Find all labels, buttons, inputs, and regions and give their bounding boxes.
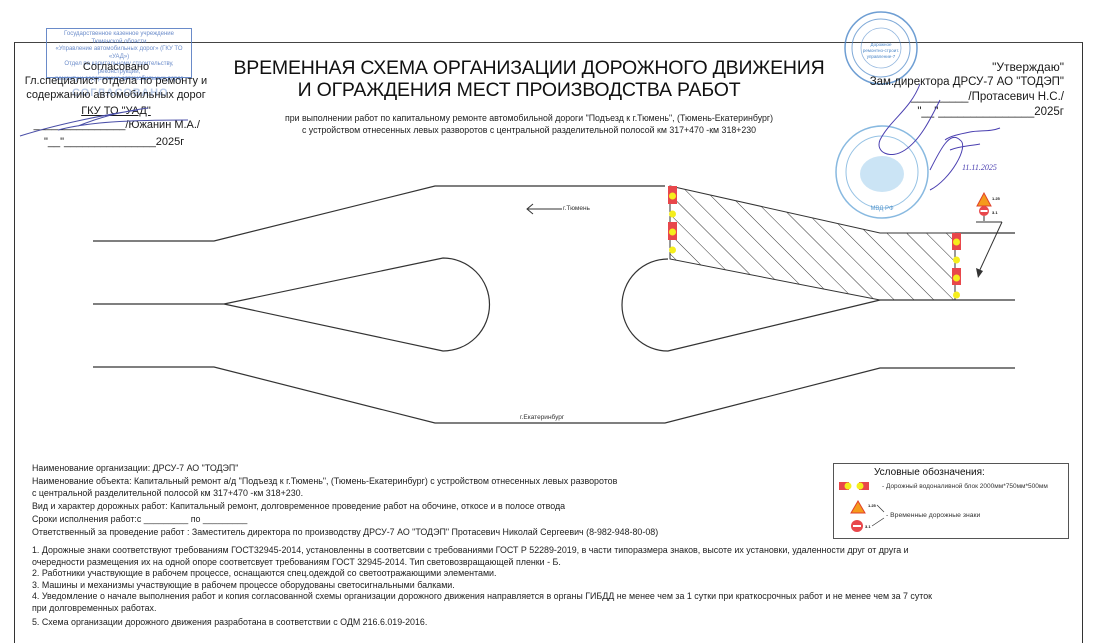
project-info: Наименование организации: ДРСУ-7 АО "ТОД…	[32, 462, 832, 538]
signature-scribble-left	[19, 107, 189, 137]
median-island-left	[93, 257, 491, 352]
stamp-line: ремонту и содержанию автомобильных дорог	[55, 76, 183, 82]
temporary-signs: 1.25 3.1	[976, 191, 1003, 278]
info-organization: Наименование организации: ДРСУ-7 АО "ТОД…	[32, 463, 239, 473]
note-item: 1. Дорожные знаки соответствуют требован…	[32, 545, 909, 555]
subtitle-line-2: с устройством отнесенных левых разворото…	[301, 125, 757, 135]
note-item: 4. Уведомление о начале выполнения работ…	[32, 591, 933, 602]
title-line-2: И ОГРАЖДЕНИЯ МЕСТ ПРОИЗВОДСТВА РАБОТ	[297, 79, 741, 101]
stamp-line: «Управление автомобильных дорог» (ГКУ ТО…	[55, 46, 183, 60]
approval-signature: _________/Протасевич Н.С./	[910, 91, 1064, 103]
note-item: 5. Схема организации дорожного движения …	[32, 616, 428, 627]
agreement-position-2: содержанию автомобильных дорог	[26, 89, 206, 101]
note-item: очередности размещения их на одной опоре…	[32, 556, 561, 567]
notes-list: 1. Дорожные знаки соответствуют требован…	[32, 545, 1072, 628]
agreement-heading: Согласовано	[82, 61, 150, 73]
work-zone-hatch	[669, 185, 956, 301]
approval-block: "Утверждаю" Зам.директора ДРСУ-7 АО "ТОД…	[840, 60, 1080, 120]
legend-barrier-label: - Дорожный водоналивной блок 2000мм*750м…	[882, 483, 1048, 490]
stamp-drsu: Дорожное ремонтно-строит. управление-7	[844, 11, 918, 85]
signature-scribble-right: 11.11.2025	[878, 83, 1001, 191]
agreement-position-1: Гл.специалист отдела по ремонту и	[24, 75, 208, 87]
road-signs-icon: 1.25 3.1	[850, 500, 885, 532]
svg-text:МВД РФ: МВД РФ	[870, 206, 894, 212]
approval-position: Зам.директора ДРСУ-7 АО "ТОДЭП"	[869, 76, 1064, 88]
stamp-agreed-text: СОГЛАСОВАНО	[72, 87, 169, 99]
info-work-type: Вид и характер дорожных работ: Капитальн…	[32, 501, 566, 512]
legend-signs-label: - Временные дорожные знаки	[886, 512, 981, 519]
svg-text:3.1: 3.1	[865, 524, 871, 529]
subtitle-line-1: при выполнении работ по капитальному рем…	[284, 113, 774, 123]
approval-date: "__"_______________2025г	[917, 106, 1064, 118]
info-object-2: с центральной разделительной полосой км …	[32, 488, 304, 499]
agreement-date: "__"_______________2025г	[44, 136, 185, 148]
handwritten-date: 11.11.2025	[962, 163, 997, 172]
legend-box: Условные обозначения: - Дорожный водонал…	[833, 463, 1069, 539]
svg-text:3.1: 3.1	[992, 210, 998, 215]
svg-text:Дорожное: Дорожное	[870, 42, 892, 47]
direction-arrow-west	[526, 203, 562, 215]
label-ekaterinburg: г.Екатеринбург	[520, 414, 565, 421]
approval-heading: "Утверждаю"	[992, 60, 1064, 74]
info-object-1: Наименование объекта: Капитальный ремонт…	[32, 475, 618, 486]
barrier-left	[668, 186, 677, 254]
page-title: ВРЕМЕННАЯ СХЕМА ОРГАНИЗАЦИИ ДОРОЖНОГО ДВ…	[212, 57, 846, 101]
barrier-block-icon	[839, 482, 869, 490]
title-line-1: ВРЕМЕННАЯ СХЕМА ОРГАНИЗАЦИИ ДОРОЖНОГО ДВ…	[233, 57, 825, 79]
info-terms: Сроки исполнения работ:с _________ по __…	[32, 513, 248, 524]
road-edge-south	[93, 366, 1015, 424]
road-diagram: 1.25 3.1	[93, 185, 1015, 424]
note-item: 2. Работники участвующие в рабочем проце…	[32, 568, 497, 579]
legend-title: Условные обозначения:	[874, 467, 985, 478]
note-item: 3. Машины и механизмы участвующие в рабо…	[32, 579, 455, 590]
svg-text:1.25: 1.25	[868, 503, 877, 508]
stamp-line: Тюменской области	[91, 38, 147, 45]
note-item: при долговременных работах.	[32, 602, 157, 613]
svg-text:1.25: 1.25	[992, 196, 1001, 201]
agreement-org: ГКУ ТО "УАД"	[81, 105, 151, 117]
stamp-line: Государственное казенное учреждение	[64, 31, 174, 37]
drawing-frame	[14, 42, 1083, 643]
info-responsible: Ответственный за проведение работ : Заме…	[32, 526, 659, 537]
label-tyumen: г.Тюмень	[563, 205, 590, 212]
svg-text:ремонтно-строит.: ремонтно-строит.	[863, 48, 899, 53]
road-edge-north	[93, 185, 665, 242]
page-subtitle: при выполнении работ по капитальному рем…	[212, 112, 846, 136]
svg-text:управление-7: управление-7	[867, 54, 896, 59]
approval-stamp-uad: Государственное казенное учреждение Тюме…	[46, 28, 192, 82]
barrier-right	[952, 233, 961, 299]
stamp-line: Отдел по капитальному строительству, рек…	[64, 61, 174, 75]
median-island-right	[621, 258, 881, 352]
